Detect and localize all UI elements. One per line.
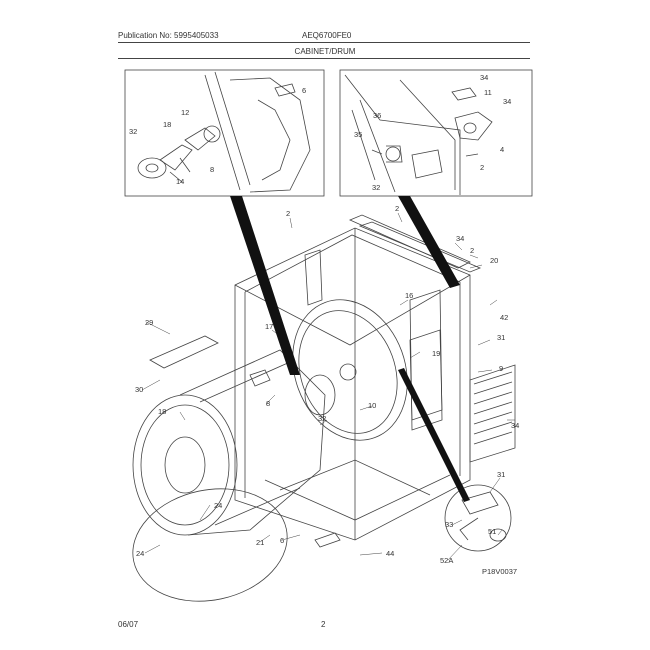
callout-inset-left: 32 [129,127,137,136]
callout-main: 51 [488,527,496,536]
callout-main: 31 [497,333,505,342]
inset-right-frame [339,69,533,197]
pointer-idler [398,368,470,502]
callout-inset-right: 34 [480,73,488,82]
callout-inset-left: 14 [176,177,184,186]
front-panel [149,335,219,369]
cabinet [234,227,471,541]
leader-lines [141,212,515,561]
callout-main: 16 [405,291,413,300]
section-title: CABINET/DRUM [294,47,356,56]
callout-main: 10 [368,401,376,410]
callout-main: 52A [440,556,453,565]
footer-page-number: 2 [321,620,326,629]
heater-housing [409,329,443,421]
callout-main: 21 [256,538,264,547]
callout-main: 33 [445,520,453,529]
callout-inset-right: 36 [373,111,381,120]
model-number: AEQ6700FE0 [302,31,352,40]
pointer-left-inset [230,196,300,375]
callout-main: 30 [135,385,143,394]
footer-date: 06/07 [118,620,139,629]
inset-left-frame [124,69,325,197]
drum-belt [132,488,288,602]
idler-assembly [444,484,512,552]
callout-main: 2 [395,204,399,213]
callout-inset-right: 4 [500,145,504,154]
callout-inset-right: 32 [372,183,380,192]
rear-drum-panel [292,299,408,441]
callout-main: 29 [145,318,153,327]
callout-inset-left: 6 [302,86,306,95]
callout-inset-left: 12 [181,108,189,117]
callout-main: 9 [499,364,503,373]
inset-right-drawing [344,74,493,195]
callout-main: 20 [490,256,498,265]
section-rule [118,58,530,59]
callout-main: 2 [286,209,290,218]
publication-number: Publication No: 5995405033 [118,31,219,40]
callout-main: 31 [497,470,505,479]
drum [132,349,336,536]
callout-main: 42 [500,313,508,322]
header-rule [118,42,530,43]
callout-main: 17 [265,322,273,331]
callout-main: 8 [266,399,270,408]
callout-main: 2 [470,246,474,255]
bottom-rail [314,532,341,548]
callout-main: 24 [214,501,222,510]
callout-main: 32 [318,414,326,423]
callout-inset-right: 34 [503,97,511,106]
callout-inset-left: 18 [163,120,171,129]
callout-inset-right: 11 [484,88,492,97]
callout-main: 34 [456,234,464,243]
callout-main: 34 [511,421,519,430]
pointer-right-inset [398,196,460,288]
inset-left-drawing [137,71,311,193]
callout-main: 44 [386,549,394,558]
callout-main: 6 [280,536,284,545]
figure-code: P18V0037 [482,567,517,576]
callout-inset-right: 35 [354,130,362,139]
callout-main: 24 [136,549,144,558]
callout-main: 18 [158,407,166,416]
callout-main: 19 [432,349,440,358]
callout-inset-left: 8 [210,165,214,174]
rear-vent [469,364,516,463]
callout-inset-right: 2 [480,163,484,172]
